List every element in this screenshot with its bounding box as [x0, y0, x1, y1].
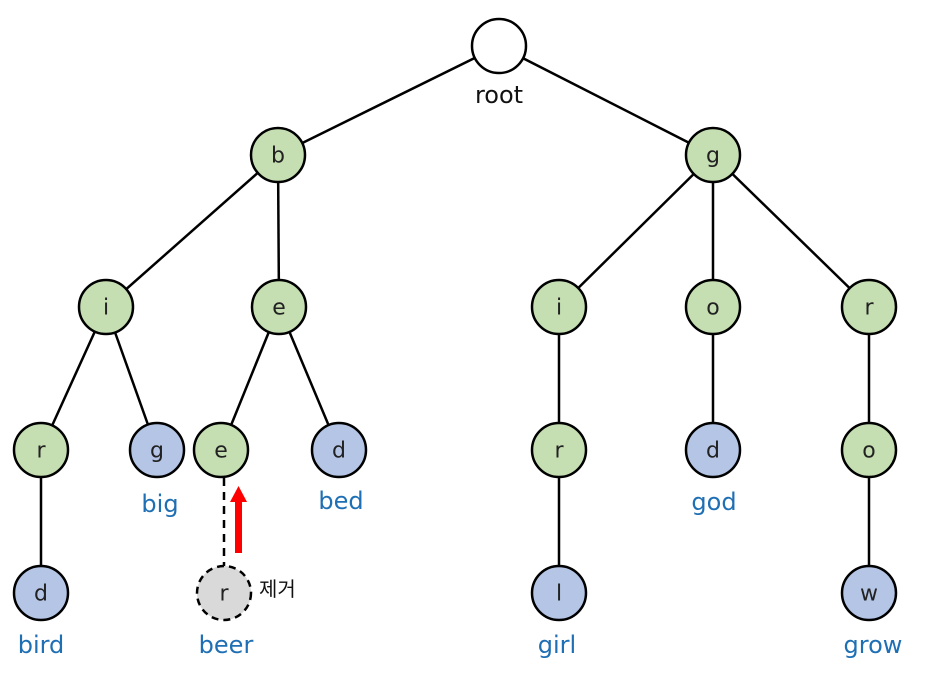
node-b-i-r — [12, 421, 70, 479]
node-g — [684, 126, 742, 184]
node-letter-g-o: o — [706, 296, 719, 321]
node-letter-b-e-e-r: r — [219, 582, 229, 607]
word-label-beer: beer — [199, 631, 254, 659]
node-letter-b-i-r-d: d — [34, 582, 48, 607]
removal-arrow — [230, 486, 247, 553]
node-g-i — [530, 278, 588, 336]
node-letter-b-i: i — [103, 296, 109, 321]
node-g-r — [840, 278, 898, 336]
word-label-god: god — [691, 488, 736, 516]
root-label: root — [475, 81, 523, 109]
word-label-girl: girl — [538, 631, 576, 659]
node-letter-b: b — [271, 144, 285, 169]
node-letter-b-e-d: d — [332, 439, 346, 464]
node-b-e — [250, 278, 308, 336]
edge-root-g — [498, 44, 714, 157]
node-letter-g-i: i — [556, 296, 562, 321]
node-g-o-d — [684, 421, 742, 479]
node-b-i-r-d — [12, 564, 70, 622]
node-g-o — [684, 278, 742, 336]
node-letter-b-e: e — [272, 296, 286, 321]
node-letters: b g i e i o r r g e d r d o d r l w — [34, 144, 878, 607]
node-b-e-e-r-removed — [195, 564, 253, 622]
edge-g-r — [712, 154, 870, 308]
node-letter-g-r-o: o — [862, 439, 875, 464]
node-letter-g-r: r — [864, 296, 874, 321]
word-label-bed: bed — [318, 487, 363, 515]
root-node — [470, 17, 528, 75]
node-b-i-g — [128, 421, 186, 479]
node-letter-g-i-r: r — [554, 439, 564, 464]
node-letter-b-i-g: g — [150, 439, 164, 464]
word-label-bird: bird — [18, 631, 65, 659]
node-g-i-r — [530, 421, 588, 479]
word-label-big: big — [141, 490, 178, 518]
node-letter-b-e-e: e — [214, 439, 228, 464]
node-letter-g-r-o-w: w — [860, 582, 878, 607]
node-letter-g-i-r-l: l — [556, 582, 562, 607]
nodes — [12, 17, 898, 622]
remove-label: 제거 — [259, 577, 296, 601]
edge-b-i — [105, 154, 279, 308]
node-b-e-e — [192, 421, 250, 479]
node-letter-g: g — [706, 144, 720, 169]
word-label-grow: grow — [844, 631, 903, 659]
node-b — [249, 126, 307, 184]
node-b-e-d — [310, 421, 368, 479]
node-g-r-o — [840, 421, 898, 479]
node-g-i-r-l — [530, 564, 588, 622]
node-letter-g-o-d: d — [706, 439, 720, 464]
edge-root-b — [277, 44, 500, 157]
node-letter-b-i-r: r — [36, 439, 46, 464]
node-b-i — [77, 278, 135, 336]
node-g-r-o-w — [840, 564, 898, 622]
edge-g-i — [558, 154, 714, 308]
